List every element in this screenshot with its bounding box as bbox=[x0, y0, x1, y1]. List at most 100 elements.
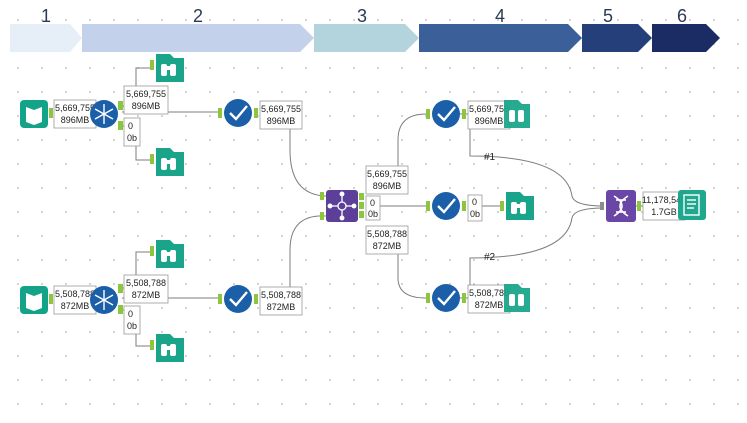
filter-tool-1[interactable]: 5,669,755 896MB 0 0b bbox=[90, 85, 169, 147]
record-count: 5,669,755 bbox=[261, 104, 301, 114]
record-count: 0 bbox=[472, 197, 477, 207]
phase-label-4: 4 bbox=[495, 6, 505, 26]
record-count: 0 bbox=[370, 198, 375, 208]
data-size: 896MB bbox=[267, 116, 296, 126]
input-data-tool-2[interactable]: 5,508,788 872MB bbox=[20, 285, 97, 315]
formula-tool-join-center[interactable]: 0 0b bbox=[426, 192, 483, 222]
data-size: 896MB bbox=[475, 116, 504, 126]
formula-tool-2[interactable]: 5,508,788 872MB bbox=[218, 285, 303, 316]
phase-label-2: 2 bbox=[193, 6, 203, 26]
phase-banner: 1 2 3 4 5 6 bbox=[10, 6, 720, 52]
filter-tool-2[interactable]: 5,508,788 872MB 0 0b bbox=[90, 274, 169, 335]
phase-label-5: 5 bbox=[603, 6, 613, 26]
input-data-tool-1[interactable]: 5,669,755 896MB bbox=[20, 99, 97, 129]
record-count-box bbox=[365, 225, 409, 255]
browse-tool-formula-top[interactable] bbox=[504, 100, 530, 128]
record-count: 5,669,755 bbox=[126, 89, 166, 99]
document-output-icon bbox=[683, 194, 700, 216]
checkmark-icon bbox=[437, 106, 456, 122]
connector-union-input-2[interactable] bbox=[469, 207, 605, 288]
data-size: 872MB bbox=[61, 301, 90, 311]
binoculars-icon bbox=[509, 110, 524, 122]
checkmark-icon bbox=[229, 291, 248, 307]
union-tool[interactable]: 11,178,543 1.7GB bbox=[600, 190, 686, 222]
book-input-icon bbox=[26, 293, 42, 311]
record-count-box bbox=[123, 274, 169, 304]
connector-formula1-join[interactable] bbox=[289, 115, 327, 197]
connector-formula2-join[interactable] bbox=[289, 215, 327, 290]
binoculars-icon bbox=[161, 158, 176, 170]
record-count: 11,178,543 bbox=[642, 195, 686, 205]
output-anchor[interactable] bbox=[49, 294, 53, 304]
record-count: 0 bbox=[128, 121, 133, 131]
phase-arrow-3 bbox=[314, 24, 419, 52]
browse-tool-filter1-false[interactable] bbox=[150, 148, 184, 176]
false-anchor[interactable] bbox=[118, 305, 123, 314]
record-count: 5,669,755 bbox=[55, 103, 95, 113]
binoculars-icon bbox=[161, 64, 176, 76]
data-size: 872MB bbox=[475, 300, 504, 310]
phase-label-6: 6 bbox=[677, 6, 687, 26]
record-count: 5,669,755 bbox=[469, 104, 509, 114]
record-count-box bbox=[365, 165, 409, 195]
true-anchor[interactable] bbox=[118, 101, 123, 110]
join-anchor[interactable] bbox=[359, 202, 364, 209]
browse-tool-formula-mid[interactable] bbox=[500, 192, 534, 220]
browse-tool-filter1-true[interactable] bbox=[150, 54, 184, 82]
data-size: 0b bbox=[368, 209, 378, 219]
record-count-box bbox=[467, 100, 511, 130]
phase-label-3: 3 bbox=[357, 6, 367, 26]
true-anchor[interactable] bbox=[118, 284, 123, 293]
join-tool[interactable]: 5,669,755 896MB 0 0b 5,508,788 872MB bbox=[320, 165, 409, 255]
connector-join-right-formula[interactable] bbox=[397, 252, 427, 299]
formula-tool-1[interactable]: 5,669,755 896MB bbox=[218, 99, 303, 130]
right-anchor[interactable] bbox=[359, 211, 364, 218]
record-count: 0 bbox=[128, 309, 133, 319]
output-data-tool[interactable] bbox=[678, 190, 706, 220]
connectors bbox=[122, 67, 662, 347]
record-count: 5,508,788 bbox=[261, 290, 301, 300]
left-anchor[interactable] bbox=[359, 193, 364, 200]
phase-arrow-4 bbox=[419, 24, 582, 52]
data-size: 872MB bbox=[132, 290, 161, 300]
data-size: 896MB bbox=[61, 115, 90, 125]
phase-label-1: 1 bbox=[41, 6, 51, 26]
record-count: 5,508,788 bbox=[126, 278, 166, 288]
connection-label-2: #2 bbox=[484, 252, 496, 263]
data-size: 0b bbox=[127, 321, 137, 331]
false-anchor[interactable] bbox=[118, 121, 123, 130]
connector-union-input-1[interactable] bbox=[469, 124, 605, 207]
data-size: 1.7GB bbox=[651, 207, 677, 217]
record-count-box bbox=[123, 85, 169, 115]
phase-arrow-1 bbox=[10, 24, 82, 52]
formula-tool-join-left[interactable]: 5,669,755 896MB bbox=[426, 100, 511, 130]
record-count: 5,508,788 bbox=[367, 229, 407, 239]
record-count-box bbox=[365, 195, 381, 221]
formula-tool-join-right[interactable]: 5,508,788 872MB bbox=[426, 284, 511, 314]
connector-join-left-formula[interactable] bbox=[397, 113, 427, 180]
data-size: 872MB bbox=[267, 302, 296, 312]
book-input-icon bbox=[26, 107, 42, 125]
record-count-box bbox=[123, 117, 141, 147]
data-size: 872MB bbox=[373, 241, 402, 251]
data-size: 896MB bbox=[132, 101, 161, 111]
browse-tool-filter2-false[interactable] bbox=[150, 334, 184, 362]
browse-tool-formula-bottom[interactable] bbox=[504, 284, 530, 312]
phase-arrow-2 bbox=[82, 24, 314, 52]
record-count: 5,508,788 bbox=[469, 288, 509, 298]
record-count-box bbox=[467, 194, 483, 222]
snowflake-icon bbox=[94, 290, 114, 310]
binoculars-icon bbox=[511, 202, 526, 214]
output-anchor[interactable] bbox=[49, 108, 53, 118]
phase-arrow-6 bbox=[652, 24, 720, 52]
dna-union-icon bbox=[613, 195, 629, 217]
checkmark-icon bbox=[437, 290, 456, 306]
snowflake-icon bbox=[94, 104, 114, 124]
data-size: 0b bbox=[470, 209, 480, 219]
record-count-box bbox=[123, 305, 141, 335]
phase-arrow-5 bbox=[582, 24, 652, 52]
data-size: 896MB bbox=[373, 181, 402, 191]
connection-label-1: #1 bbox=[484, 152, 496, 163]
browse-tool-filter2-true[interactable] bbox=[150, 240, 184, 268]
